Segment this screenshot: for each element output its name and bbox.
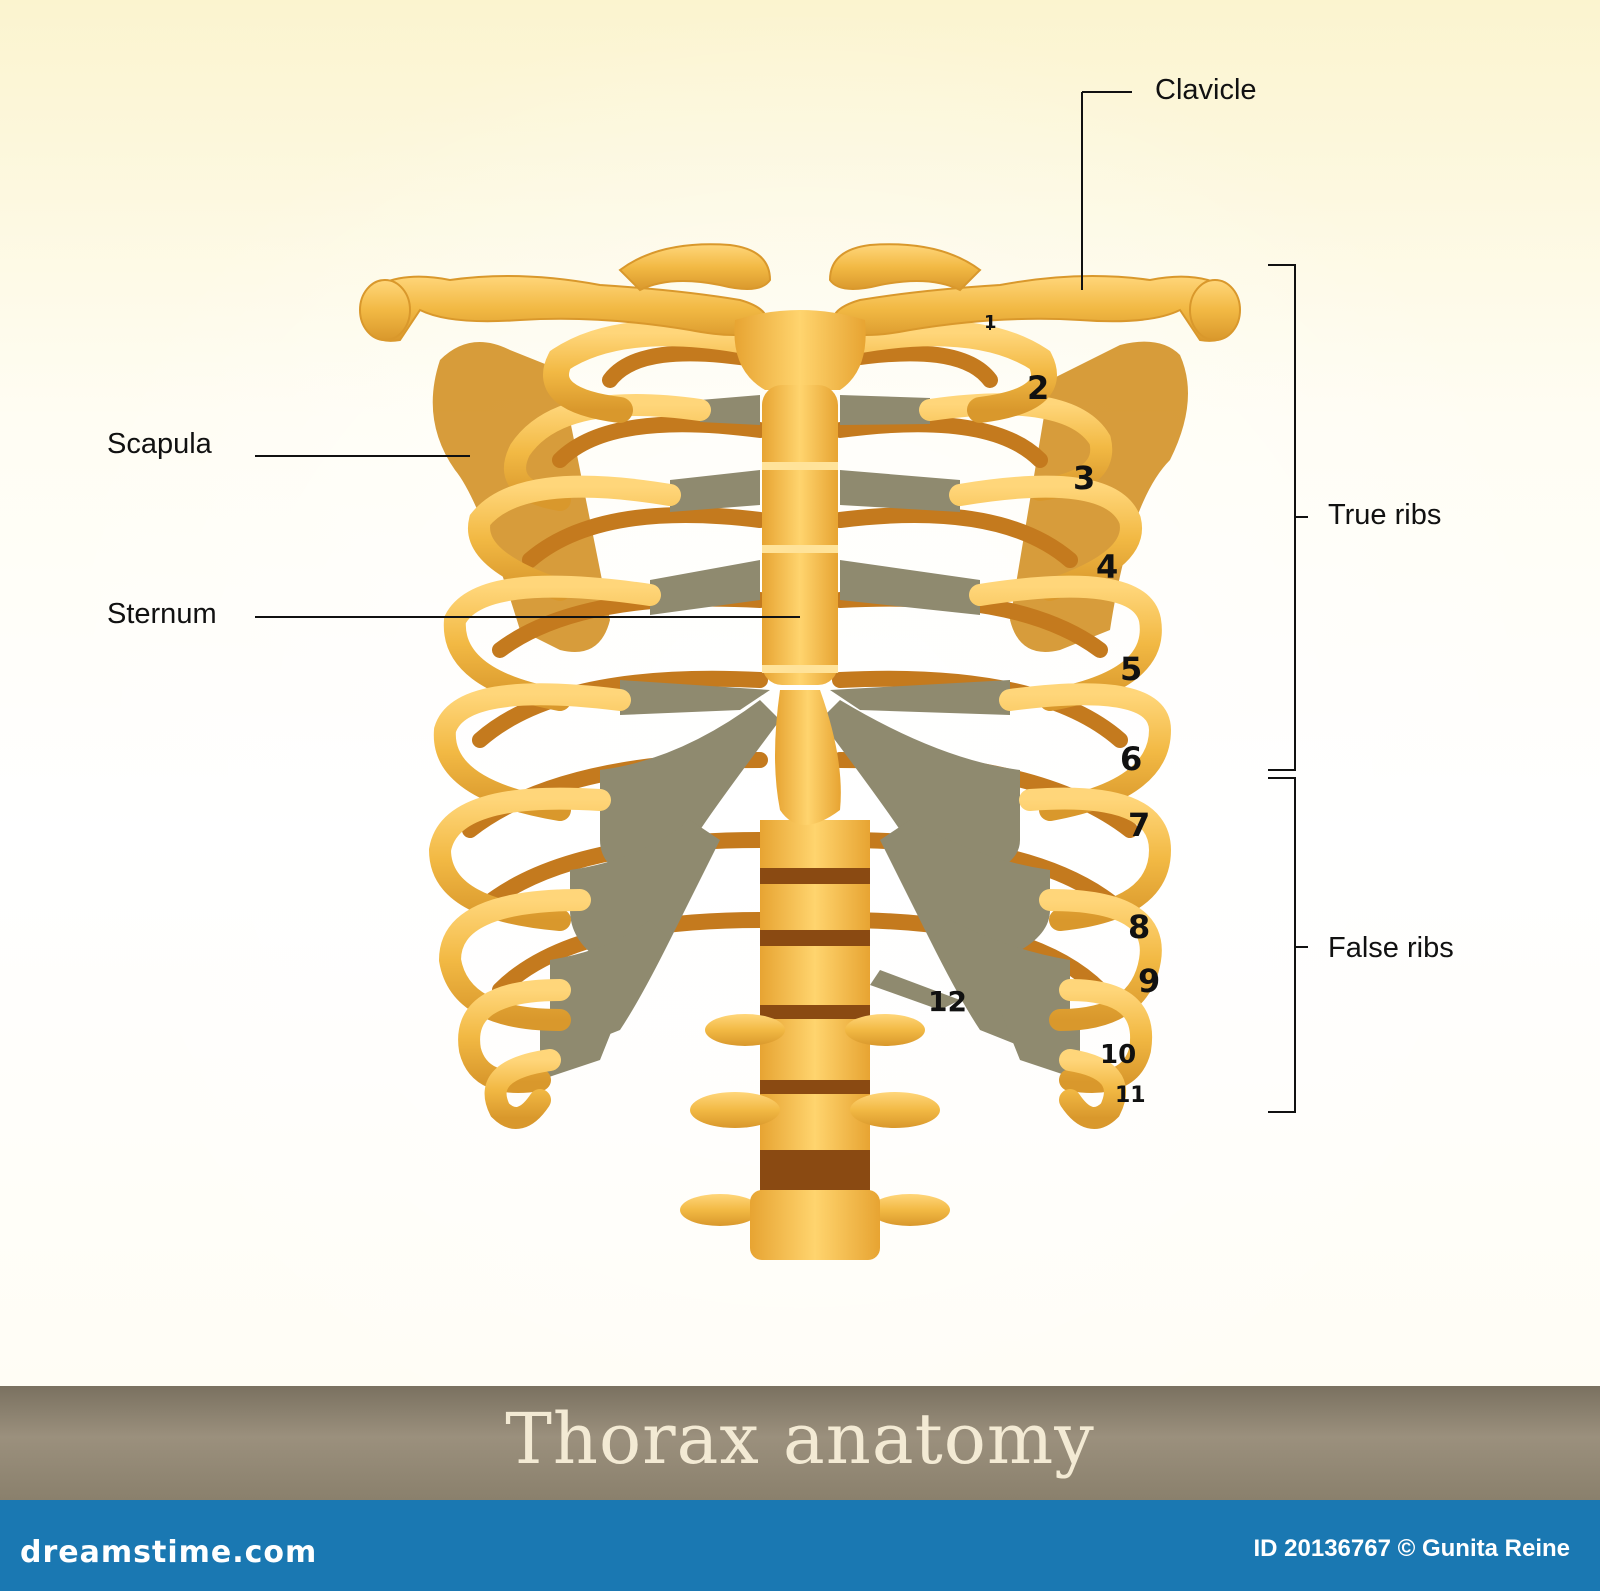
rib-number-8: 8 [1128,908,1151,946]
rib-number-3: 3 [1073,459,1096,497]
thorax-illustration [255,91,1308,1260]
anterior-ribs-right [919,393,1172,1129]
first-ribs [543,320,1057,423]
scapula-label: Scapula [107,428,212,460]
sternum-label: Sternum [107,598,217,630]
rib-number-5: 5 [1120,650,1143,688]
rib-number-12: 12 [928,985,967,1018]
rib-number-9: 9 [1138,962,1161,1000]
rib-number-6: 6 [1120,740,1143,778]
rib-number-10: 10 [1100,1040,1137,1070]
footer-site-link[interactable]: dreamstime.com [20,1535,318,1570]
rib-number-1: 1 [984,312,997,333]
leader-lines [255,91,1308,1113]
clavicles [359,243,1241,342]
false-ribs-label: False ribs [1328,932,1454,964]
rib-number-4: 4 [1096,548,1119,586]
clavicle-label: Clavicle [1155,74,1257,106]
footer-bar [0,1500,1600,1591]
title-band [0,1386,1600,1500]
anterior-ribs-left [428,394,711,1129]
vertebral-column [680,820,950,1260]
rib-number-2: 2 [1027,369,1050,407]
rib-number-7: 7 [1128,806,1151,844]
true-ribs-label: True ribs [1328,499,1442,531]
costal-cartilage [540,395,1080,1080]
rib-number-11: 11 [1115,1083,1146,1108]
footer-image-id: ID 20136767 © Gunita Reine [1253,1535,1571,1562]
page-title: Thorax anatomy [505,1398,1095,1480]
sternum-bone [734,310,866,825]
